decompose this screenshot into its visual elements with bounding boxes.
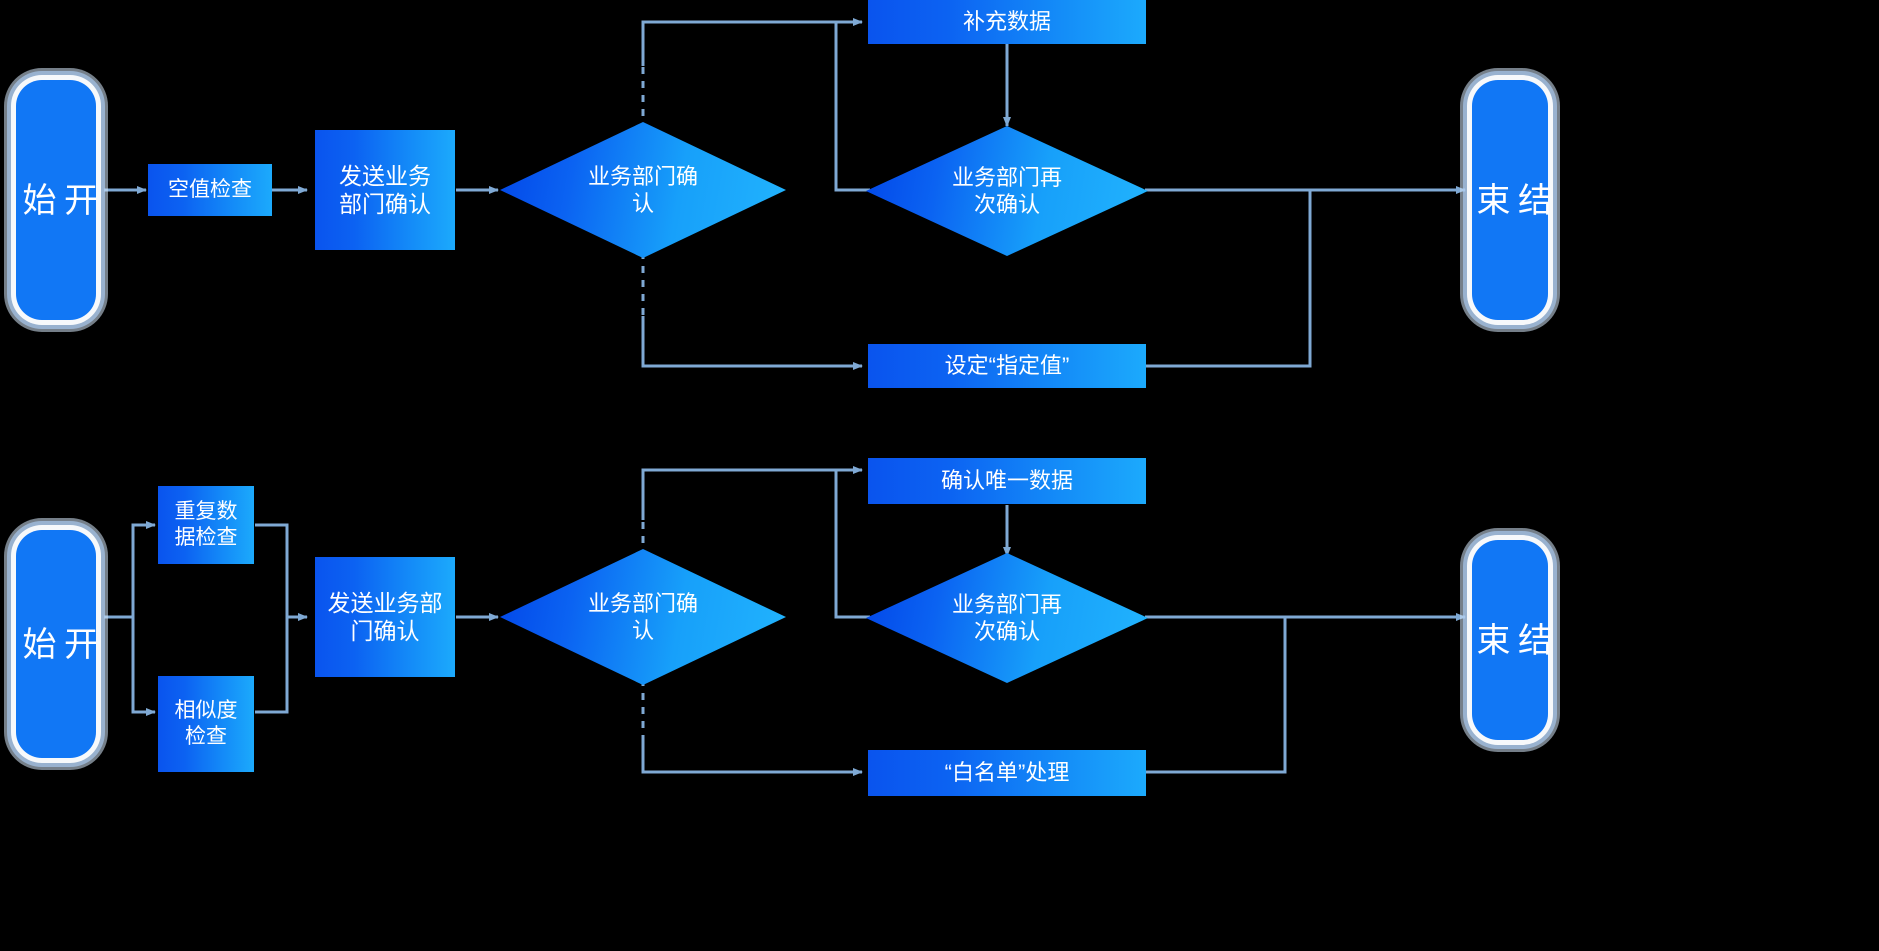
wire-setvalue-to-end xyxy=(1146,190,1312,368)
similarity-check-label: 相似度 检查 xyxy=(174,699,238,748)
wire-decision-down-to-setvalue xyxy=(641,316,863,370)
null-check-box[interactable]: 空值检查 xyxy=(148,164,272,216)
send-dept-confirm-label-bottom: 发送业务部 门确认 xyxy=(327,589,443,644)
dept-confirm-diamond-top-label: 业务部门确 认 xyxy=(587,163,698,216)
wire-b-dupcheck-join xyxy=(255,523,289,617)
whitelist-process-box[interactable]: “白名单”处理 xyxy=(868,750,1146,796)
dept-reconfirm-diamond-top[interactable]: 业务部门再 次确认 xyxy=(866,126,1148,256)
whitelist-process-label: “白名单”处理 xyxy=(944,759,1070,785)
confirm-unique-data-box[interactable]: 确认唯一数据 xyxy=(868,458,1146,504)
wire-b-decision-up-to-unique xyxy=(641,466,863,520)
supplement-data-label: 补充数据 xyxy=(962,8,1051,34)
dept-reconfirm-diamond-bottom[interactable]: 业务部门再 次确认 xyxy=(866,553,1148,683)
duplicate-check-label: 重复数 据检查 xyxy=(174,500,238,549)
start-node-bottom[interactable]: 开 始 xyxy=(16,530,96,758)
dept-reconfirm-diamond-top-label: 业务部门再 次确认 xyxy=(951,164,1062,217)
start-node-bottom-label: 开 始 xyxy=(17,626,97,662)
end-node-bottom-label: 结 束 xyxy=(1471,622,1551,658)
wire-b-decision-down-to-whitelist xyxy=(641,735,863,776)
wire-decision-up-to-supplement xyxy=(641,18,863,66)
null-check-label: 空值检查 xyxy=(168,178,252,202)
start-node-top-label: 开 始 xyxy=(17,182,97,218)
wire-b-start-down xyxy=(131,617,156,716)
dept-confirm-diamond-top[interactable]: 业务部门确 认 xyxy=(500,122,786,258)
similarity-check-box[interactable]: 相似度 检查 xyxy=(158,676,254,772)
send-dept-confirm-label-top: 发送业务 部门确认 xyxy=(339,162,431,217)
end-node-bottom[interactable]: 结 束 xyxy=(1471,540,1550,740)
supplement-data-box[interactable]: 补充数据 xyxy=(868,0,1146,44)
send-dept-confirm-box-top[interactable]: 发送业务 部门确认 xyxy=(315,130,455,250)
set-specified-value-box[interactable]: 设定“指定值” xyxy=(868,344,1146,388)
end-node-top[interactable]: 结 束 xyxy=(1471,80,1550,320)
duplicate-check-box[interactable]: 重复数 据检查 xyxy=(158,486,254,564)
set-specified-value-label: 设定“指定值” xyxy=(944,352,1070,378)
wire-b-reconfirm-left-loop xyxy=(834,470,870,619)
confirm-unique-data-label: 确认唯一数据 xyxy=(940,467,1073,493)
wire-b-whitelist-to-end xyxy=(1146,617,1287,774)
dept-confirm-diamond-bottom-label: 业务部门确 认 xyxy=(587,590,698,643)
dept-reconfirm-diamond-bottom-label: 业务部门再 次确认 xyxy=(951,591,1062,644)
dept-confirm-diamond-bottom[interactable]: 业务部门确 认 xyxy=(500,549,786,685)
wire-b-start-up xyxy=(131,521,156,617)
wire-b-similarity-join xyxy=(255,617,289,714)
start-node-top[interactable]: 开 始 xyxy=(16,80,96,320)
end-node-top-label: 结 束 xyxy=(1471,182,1551,218)
send-dept-confirm-box-bottom[interactable]: 发送业务部 门确认 xyxy=(315,557,455,677)
wire-reconfirm-left-loop xyxy=(834,22,870,192)
